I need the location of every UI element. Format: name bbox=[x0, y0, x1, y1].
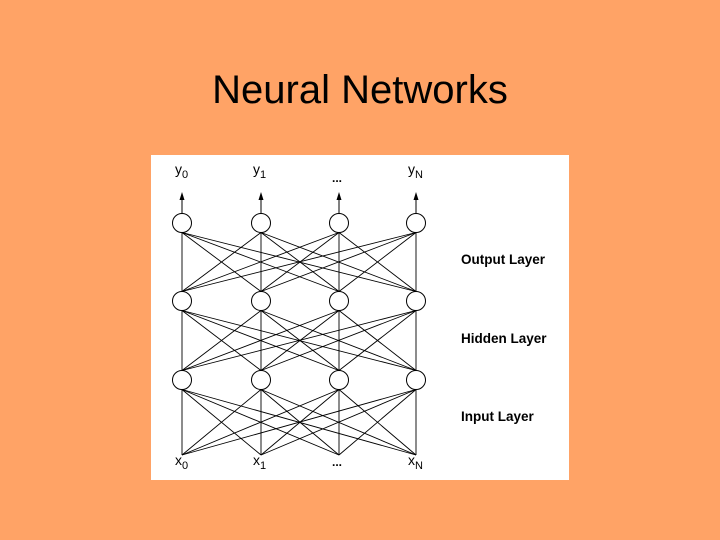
output-arrow-head bbox=[179, 192, 185, 200]
input-neuron bbox=[329, 370, 349, 390]
connection-line bbox=[181, 310, 340, 371]
connection-line bbox=[338, 232, 417, 292]
output-neuron bbox=[406, 213, 426, 233]
connection-line bbox=[181, 232, 340, 292]
output-neuron bbox=[251, 213, 271, 233]
output-label: ... bbox=[332, 171, 342, 185]
hidden-neuron bbox=[329, 291, 349, 311]
output-arrow-head bbox=[336, 192, 342, 200]
layer-label: Hidden Layer bbox=[461, 331, 547, 346]
connection-line bbox=[181, 232, 417, 292]
layer-label: Input Layer bbox=[461, 409, 535, 424]
hidden-neuron bbox=[406, 291, 426, 311]
layer-label: Output Layer bbox=[461, 252, 546, 267]
connection-line bbox=[260, 232, 417, 292]
connection-line bbox=[260, 310, 417, 371]
output-label: y0 bbox=[175, 161, 188, 181]
connection-line bbox=[181, 232, 262, 292]
input-label: x1 bbox=[253, 452, 266, 472]
output-label: y1 bbox=[253, 161, 266, 181]
input-neuron bbox=[406, 370, 426, 390]
output-arrow-head bbox=[413, 192, 419, 200]
output-neuron bbox=[172, 213, 192, 233]
connection-line bbox=[181, 389, 417, 456]
input-label: ... bbox=[332, 455, 342, 469]
slide-title: Neural Networks bbox=[212, 68, 508, 112]
connection-line bbox=[181, 389, 340, 456]
input-label: xN bbox=[408, 452, 423, 472]
hidden-neuron bbox=[172, 291, 192, 311]
output-neuron bbox=[329, 213, 349, 233]
connection-line bbox=[338, 389, 417, 456]
connection-line bbox=[181, 310, 262, 371]
connection-line bbox=[338, 310, 417, 371]
hidden-neuron bbox=[251, 291, 271, 311]
input-neuron bbox=[251, 370, 271, 390]
connection-line bbox=[181, 310, 417, 371]
output-label: yN bbox=[408, 161, 423, 181]
input-label: x0 bbox=[175, 452, 188, 472]
output-arrow-head bbox=[258, 192, 264, 200]
input-neuron bbox=[172, 370, 192, 390]
connection-line bbox=[260, 389, 417, 456]
connection-line bbox=[181, 389, 262, 456]
